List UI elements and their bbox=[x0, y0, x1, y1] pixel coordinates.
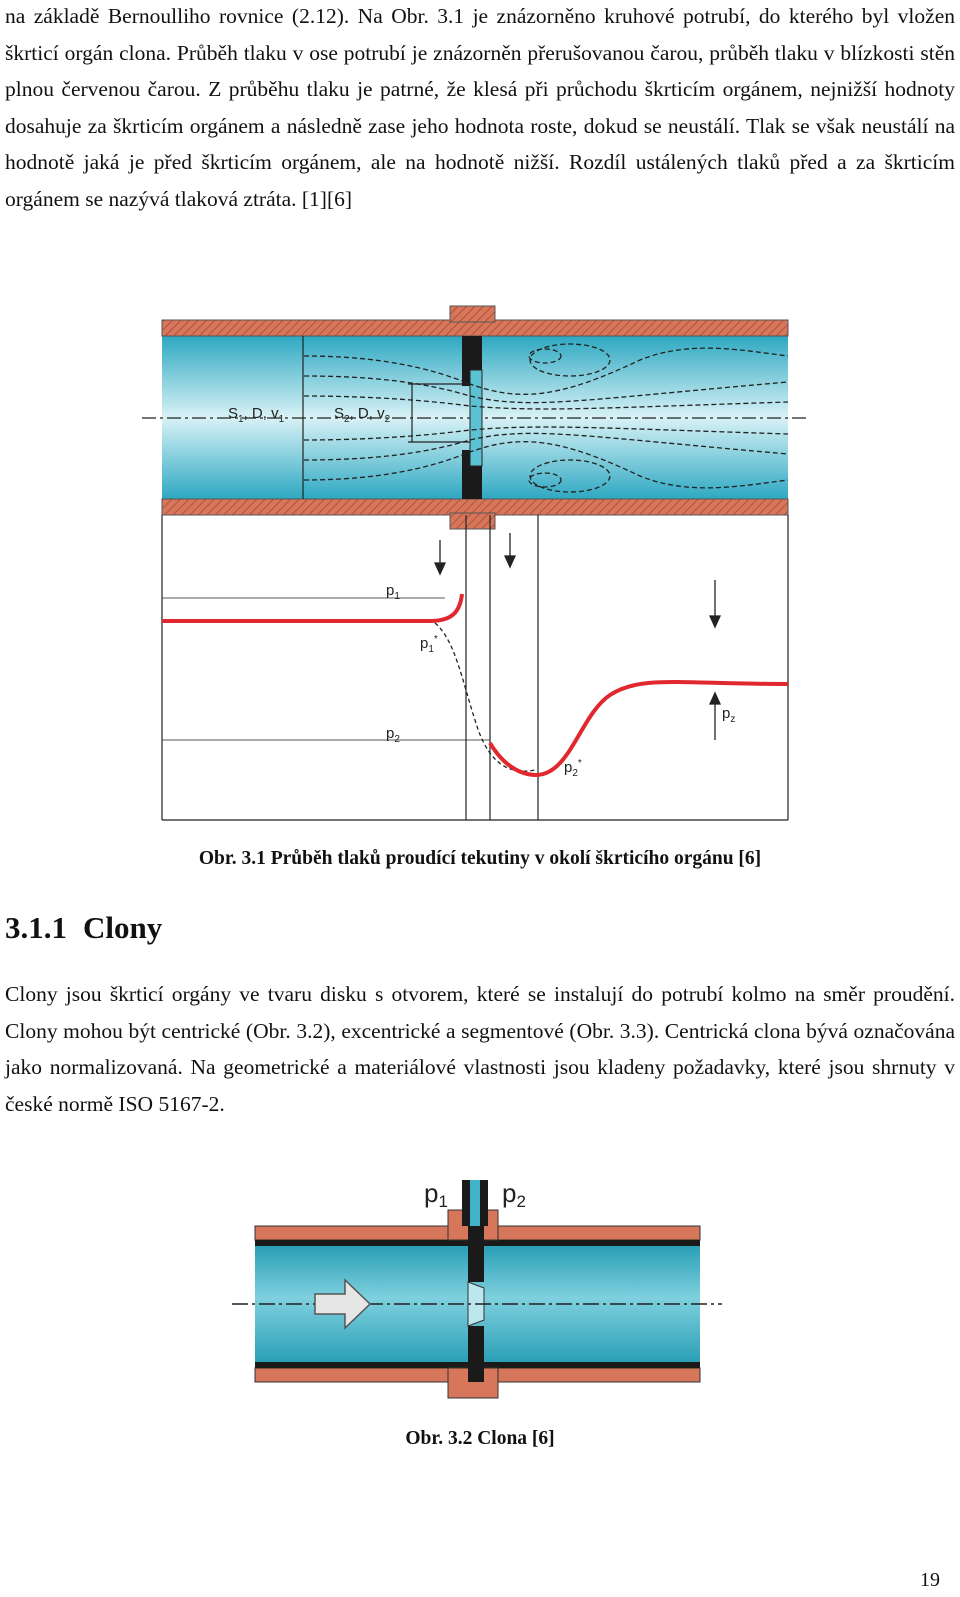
p1-star-label: p bbox=[420, 635, 428, 652]
flange-top bbox=[449, 305, 496, 323]
figure1-caption: Obr. 3.1 Průběh tlaků proudící tekutiny … bbox=[198, 848, 762, 869]
figure2-caption: Obr. 3.2 Clona [6] bbox=[405, 1428, 555, 1449]
orifice-plate-2 bbox=[468, 1226, 484, 1282]
section-heading: 3.1.1 Clony bbox=[5, 910, 162, 946]
streamlines bbox=[303, 343, 789, 493]
section1-rest: , D, v bbox=[244, 405, 280, 422]
section2-s: S bbox=[334, 405, 344, 422]
svg-text:S2, D, v2: S2, D, v2 bbox=[334, 405, 391, 425]
flange-bottom bbox=[449, 512, 496, 530]
figure-orifice-pressure-diagram: S1, D, v1 S2, D, v2 p1 p1* p2 p2* pz bbox=[142, 305, 810, 821]
section1-v-sub: 1 bbox=[279, 414, 285, 425]
section1-s: S bbox=[228, 405, 238, 422]
tap-p2 bbox=[480, 1180, 488, 1226]
flow-arrow-icon bbox=[314, 1278, 372, 1330]
svg-text:p1: p1 bbox=[386, 582, 400, 602]
p2-star-label: p bbox=[564, 759, 572, 776]
svg-text:p1*: p1* bbox=[420, 634, 438, 655]
tap-p1 bbox=[462, 1180, 470, 1226]
pressure-plot-frame bbox=[161, 515, 789, 821]
p1-label: p bbox=[386, 582, 394, 599]
section2-rest: , D, v bbox=[350, 405, 386, 422]
section2-v-sub: 2 bbox=[385, 414, 391, 425]
svg-text:p2*: p2* bbox=[564, 758, 582, 779]
svg-text:p1: p1 bbox=[424, 1178, 448, 1211]
paragraph-intro: na základě Bernoulliho rovnice (2.12). N… bbox=[5, 4, 955, 211]
svg-text:S1, D, v1: S1, D, v1 bbox=[228, 405, 285, 425]
p2-label: p bbox=[386, 725, 394, 742]
section-number: 3.1.1 bbox=[5, 910, 67, 945]
paragraph-clony: Clony jsou škrticí orgány ve tvaru disku… bbox=[5, 982, 955, 1116]
section-title: Clony bbox=[83, 910, 163, 945]
section2-s-sub: 2 bbox=[344, 414, 350, 425]
fig2-p1-label: p bbox=[424, 1178, 438, 1208]
fig2-p2-label: p bbox=[502, 1178, 516, 1208]
section1-s-sub: 1 bbox=[238, 414, 244, 425]
svg-text:p2: p2 bbox=[502, 1178, 526, 1211]
svg-text:pz: pz bbox=[722, 705, 735, 725]
pz-label: p bbox=[722, 705, 730, 722]
page-number: 19 bbox=[920, 1569, 940, 1591]
svg-text:p2: p2 bbox=[386, 725, 400, 745]
wall-pressure-curve bbox=[162, 593, 789, 778]
